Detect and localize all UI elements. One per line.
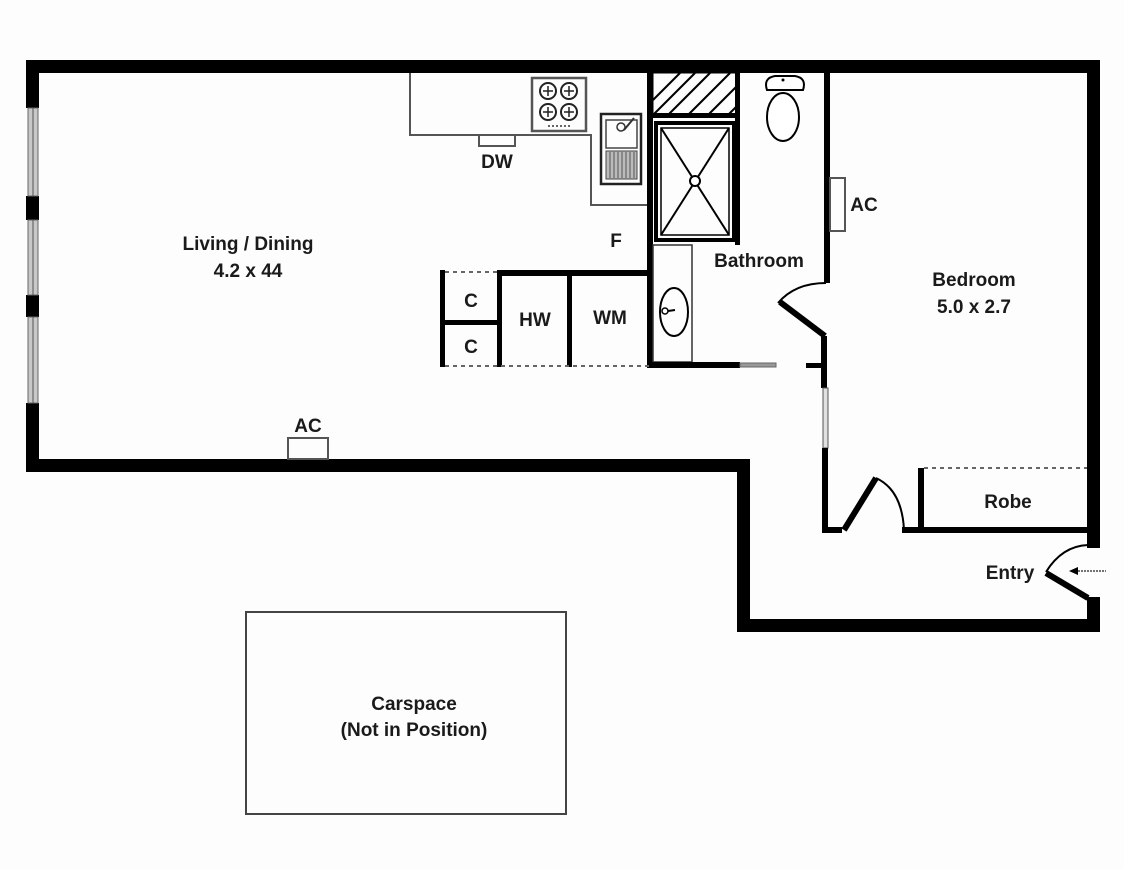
- ac-living-label: AC: [294, 416, 322, 437]
- ac-living-icon: [287, 437, 329, 460]
- kitchen: DW F: [409, 73, 650, 252]
- carspace-label: Carspace: [371, 694, 457, 715]
- cupboard-2-label: C: [464, 337, 478, 358]
- bedroom-name-label: Bedroom: [932, 270, 1015, 291]
- ac-bedroom-label: AC: [850, 195, 878, 216]
- dishwasher-icon: [478, 134, 516, 147]
- dishwasher-label: DW: [481, 152, 513, 173]
- entry-arrow-icon: [1069, 567, 1106, 575]
- bathroom: Bathroom: [647, 72, 830, 532]
- basin-icon: [659, 287, 689, 337]
- ac-bedroom-icon: [829, 177, 846, 232]
- windows-left: [27, 107, 39, 404]
- washing-machine-label: WM: [593, 308, 627, 329]
- sink-icon: [599, 112, 643, 186]
- ac-units: AC AC: [287, 177, 878, 460]
- cupboard-1-label: C: [464, 291, 478, 312]
- hot-water-label: HW: [519, 310, 551, 331]
- bedroom-dims-label: 5.0 x 2.7: [937, 297, 1011, 318]
- carspace-note: (Not in Position): [341, 720, 488, 741]
- outer-walls: [26, 60, 1100, 632]
- toilet-icon: [765, 75, 805, 142]
- bedroom-area: Robe Entry Bedroom 5.0 x 2.7: [822, 270, 1106, 601]
- laundry: C C HW WM: [440, 270, 650, 367]
- living-name-label: Living / Dining: [183, 234, 314, 255]
- fridge-label: F: [610, 231, 622, 252]
- bathroom-label: Bathroom: [714, 251, 804, 272]
- shower-icon: [654, 121, 736, 242]
- entry-label: Entry: [986, 563, 1035, 584]
- robe-label: Robe: [984, 492, 1032, 513]
- carspace: Carspace (Not in Position): [245, 611, 567, 815]
- living-dims-label: 4.2 x 44: [214, 261, 283, 282]
- cooktop-icon: [530, 76, 588, 133]
